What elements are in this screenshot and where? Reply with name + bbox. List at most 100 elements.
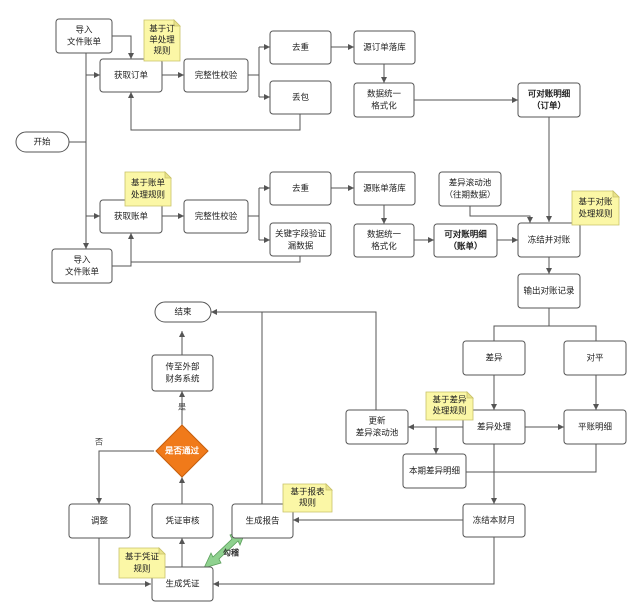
node-key-field-check[interactable] (269, 222, 332, 257)
node-recon-order-line2: （订单） (532, 101, 566, 112)
node-normalize1-line2: 格式化 (371, 101, 397, 112)
note-order-line2: 单处理 (149, 35, 175, 46)
node-import1-line2: 文件账单 (67, 37, 102, 48)
note-voucher-line1: 基于凭证 (125, 552, 160, 563)
note-order-rule: 基于订 单处理 规则 (143, 19, 181, 62)
node-dedup1-label: 去重 (292, 42, 310, 53)
node-send-external-finance[interactable] (151, 354, 214, 392)
node-generate-voucher[interactable] (151, 566, 214, 602)
node-dedup2-label: 去重 (292, 183, 310, 194)
node-dedup-2[interactable] (269, 171, 332, 206)
node-keycheck-line1: 关键字段验证 (275, 229, 327, 240)
node-reconcilable-bill[interactable] (433, 223, 498, 258)
node-period-diff-label: 本期差异明细 (409, 466, 460, 477)
node-difference-handling[interactable] (462, 409, 526, 445)
edge-label-balance: 勾稽 (223, 548, 239, 558)
node-normalize2-line1: 数据统一 (367, 229, 402, 240)
node-flat-account-detail[interactable] (563, 409, 627, 445)
edge-import2-fetch-bill (112, 262, 132, 267)
edge-handle-period (433, 426, 463, 454)
edge-keycheck-back (128, 233, 301, 263)
note-reconcile-rule: 基于对账 处理规则 (571, 190, 620, 226)
note-order-line3: 规则 (153, 46, 170, 57)
node-gen-report-label: 生成报告 (245, 516, 279, 527)
note-voucher-line2: 规则 (133, 564, 150, 575)
node-output-label: 输出对账记录 (523, 286, 575, 297)
node-diff-handle-label: 差异处理 (477, 422, 512, 433)
node-drop-label: 丢包 (292, 92, 310, 103)
node-source-bill-store[interactable] (353, 171, 416, 206)
node-balanced[interactable] (563, 340, 627, 376)
node-freeze-and-reconcile[interactable] (517, 222, 581, 258)
edge-start-up (69, 53, 87, 143)
node-integrity1-label: 完整性校验 (195, 70, 238, 81)
node-normalize2-line2: 格式化 (371, 241, 397, 252)
node-update-diff-pool[interactable] (345, 409, 409, 445)
node-send-line2: 财务系统 (165, 374, 200, 385)
edge-output-split (493, 308, 597, 341)
node-period-diff-detail[interactable] (402, 453, 467, 489)
node-import1-line1: 导入 (75, 26, 93, 36)
node-generate-report[interactable] (231, 503, 294, 539)
node-import2-line1: 导入 (73, 256, 91, 266)
note-recon-line1: 基于对账 (578, 197, 613, 208)
note-recon-line2: 处理规则 (578, 209, 612, 220)
note-report-line2: 规则 (299, 498, 316, 509)
edge-decision-adjust (96, 450, 154, 504)
node-start[interactable] (15, 131, 70, 153)
note-bill-rule: 基于账单 处理规则 (124, 171, 172, 207)
node-end-label: 结束 (174, 307, 192, 318)
node-integrity-check-2[interactable] (183, 199, 249, 234)
node-decision-passed[interactable] (155, 424, 209, 478)
node-difference[interactable] (462, 340, 526, 376)
node-diffpool-line1: 差异滚动池 (449, 178, 492, 189)
node-voucher-review-label: 凭证审核 (165, 516, 200, 527)
node-diff-rolling-pool[interactable] (438, 171, 502, 207)
edge-label-no: 否 (95, 438, 103, 447)
note-diff-line2: 处理规则 (432, 406, 466, 417)
note-voucher-rule: 基于凭证 规则 (118, 547, 166, 579)
edge-integrity-split (248, 47, 260, 97)
node-adjust[interactable] (68, 503, 131, 539)
node-diffpool-line2: （往期数据） (444, 190, 495, 201)
note-diff-line1: 基于差异 (432, 395, 467, 406)
node-drop-packet[interactable] (269, 80, 332, 115)
node-freeze-fiscal-month[interactable] (462, 503, 526, 538)
edge-flat-freeze-month (494, 444, 597, 473)
node-start-label: 开始 (33, 137, 51, 148)
node-normalize-2[interactable] (353, 223, 415, 258)
node-integrity2-label: 完整性校验 (195, 211, 238, 222)
node-recon-bill-line2: （账单） (448, 241, 482, 252)
node-src-order-label: 源订单落库 (363, 42, 406, 53)
node-balanced-label: 对平 (586, 353, 604, 364)
note-bill-line1: 基于账单 (131, 178, 166, 189)
note-report-line1: 基于报表 (290, 487, 325, 498)
node-output-records[interactable] (517, 273, 581, 309)
node-diff-label: 差异 (485, 353, 503, 364)
node-recon-order-line1: 可对账明细 (528, 89, 571, 100)
node-import-file-bill-2[interactable] (51, 248, 113, 284)
node-end[interactable] (154, 301, 212, 323)
edge-update-pool-end (211, 309, 377, 410)
edge-label-yes: 是 (178, 403, 186, 412)
edge-drop-back (128, 92, 301, 131)
node-adjust-label: 调整 (91, 516, 109, 527)
node-decision-label: 是否通过 (164, 446, 200, 457)
node-normalize-1[interactable] (353, 82, 415, 118)
node-dedup-1[interactable] (269, 30, 332, 65)
node-fetch-order-label: 获取订单 (114, 70, 149, 81)
note-bill-line2: 处理规则 (131, 190, 165, 201)
node-integrity-check-1[interactable] (183, 58, 249, 93)
node-normalize1-line1: 数据统一 (367, 89, 402, 100)
node-reconcilable-order[interactable] (517, 82, 581, 118)
node-flat-detail-label: 平账明细 (578, 422, 612, 433)
node-keycheck-line2: 漏数据 (288, 241, 314, 252)
node-fetch-order[interactable] (99, 58, 163, 93)
node-import-file-bill-1[interactable] (55, 18, 113, 54)
node-voucher-review[interactable] (151, 503, 214, 539)
connectors (69, 35, 599, 587)
edge-integrity2-split (248, 188, 260, 240)
node-freeze-recon-label: 冻结并对账 (528, 235, 571, 246)
node-source-order-store[interactable] (353, 30, 416, 65)
